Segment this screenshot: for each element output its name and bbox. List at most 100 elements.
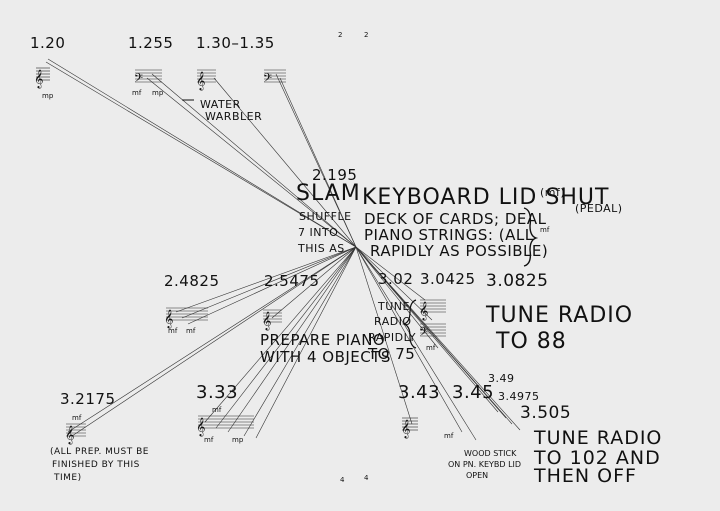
dynamic-mark: mf bbox=[72, 414, 82, 422]
tune-rapidly-label: TO 75 bbox=[367, 345, 415, 363]
tune-radio-88-label: TUNE RADIO bbox=[485, 303, 633, 328]
event-3-0425: 3.0425 𝄞 𝄢 mf bbox=[419, 270, 475, 352]
deck-dynamic: mf bbox=[540, 226, 550, 234]
event-3-0825: 3.0825 TUNE RADIO TO 88 bbox=[485, 271, 633, 354]
ray-27 bbox=[355, 246, 513, 425]
treble-clef-icon: 𝄞 bbox=[196, 417, 205, 437]
staff bbox=[420, 299, 446, 337]
time-label: 1.255 bbox=[128, 34, 173, 52]
wood-stick-label: WOOD STICK bbox=[464, 449, 517, 458]
treble-clef-icon: 𝄞 bbox=[419, 301, 428, 321]
small-mark: 2 bbox=[364, 31, 368, 39]
event-1-255: 1.255 𝄢 mf mp bbox=[128, 34, 173, 97]
time-label: 3.2175 bbox=[60, 390, 116, 408]
tune-radio-88-label: TO 88 bbox=[495, 329, 567, 354]
tune-radio-102-label: TUNE RADIO bbox=[533, 427, 662, 449]
tune-rapidly-label: RAPIDLY bbox=[368, 331, 416, 344]
dynamic-mark: mf bbox=[426, 344, 436, 352]
event-3-43: 3.43 𝄞 bbox=[398, 382, 440, 439]
dynamic-mark: mf bbox=[204, 436, 214, 444]
treble-clef-icon: 𝄞 bbox=[262, 311, 271, 331]
brace bbox=[523, 207, 539, 267]
dynamic-mark: mp bbox=[42, 92, 54, 100]
ray-4 bbox=[151, 73, 357, 248]
time-label: 1.30–1.35 bbox=[196, 34, 275, 52]
treble-clef-icon: 𝄞 bbox=[196, 71, 205, 91]
treble-clef-icon: 𝄞 bbox=[401, 419, 410, 439]
tune-radio-102-label: TO 102 AND bbox=[533, 447, 661, 469]
small-mark: 2 bbox=[338, 31, 342, 39]
keyboard-lid-label: KEYBOARD LID SHUT bbox=[362, 185, 609, 210]
ray-17 bbox=[243, 246, 357, 437]
ray-25 bbox=[355, 246, 499, 413]
staff bbox=[166, 307, 208, 321]
dynamic-mark: mp bbox=[152, 89, 164, 97]
ray-11 bbox=[271, 246, 357, 319]
staff bbox=[402, 417, 418, 431]
event-3-45: 3.45 mf WOOD STICK ON PN. KEYBD LID OPEN bbox=[444, 382, 521, 480]
time-label: 3.0825 bbox=[486, 271, 548, 291]
event-1-20: 1.20 𝄞 mp bbox=[30, 34, 65, 100]
ray-22 bbox=[355, 246, 413, 425]
ray-23 bbox=[355, 246, 463, 433]
time-label: 2.4825 bbox=[164, 272, 220, 290]
time-label: 3.33 bbox=[196, 382, 238, 403]
ray-21 bbox=[355, 246, 439, 349]
ray-14 bbox=[204, 246, 357, 423]
prep-note: TIME) bbox=[53, 473, 82, 483]
ray-7 bbox=[279, 77, 357, 248]
bass-clef-icon: 𝄢 bbox=[263, 72, 272, 88]
time-label: 2.5475 bbox=[264, 272, 320, 290]
time-label: 1.20 bbox=[30, 34, 65, 52]
prepare-label: PREPARE PIANO bbox=[260, 331, 385, 349]
staff bbox=[135, 69, 162, 83]
ray-9 bbox=[181, 246, 357, 319]
staff bbox=[197, 69, 216, 83]
time-label: 3.43 bbox=[398, 382, 440, 403]
deck-label: RAPIDLY AS POSSIBLE) bbox=[370, 242, 548, 260]
tune-rapidly-label: RADIO bbox=[374, 315, 412, 328]
pedal-label: (PEDAL) bbox=[575, 202, 623, 215]
event-3-33: 3.33 𝄞 mf mf mp bbox=[196, 382, 254, 444]
event-2-4825: 2.4825 𝄞 mf mf bbox=[164, 272, 220, 335]
ray-20 bbox=[355, 246, 433, 321]
ray-18 bbox=[255, 246, 357, 439]
tune-radio-102-label: THEN OFF bbox=[533, 465, 637, 487]
ray-10 bbox=[187, 246, 357, 325]
time-label: 3.02 bbox=[378, 270, 413, 288]
connection-lines bbox=[45, 58, 521, 441]
water-warbler-label: WATER bbox=[200, 98, 241, 111]
prep-note: FINISHED BY THIS bbox=[52, 460, 140, 470]
brace bbox=[402, 299, 417, 349]
shuffle-label: SHUFFLE bbox=[299, 210, 352, 223]
bass-clef-icon: 𝄢 bbox=[134, 72, 143, 88]
into-label: 7 INTO bbox=[298, 226, 338, 239]
event-bass-top: 𝄢 bbox=[263, 69, 286, 88]
small-mark: 4 bbox=[340, 476, 345, 484]
ray-2 bbox=[47, 58, 357, 248]
time-label: 3.505 bbox=[520, 403, 571, 423]
dynamic-mark: mf bbox=[132, 89, 142, 97]
ray-24 bbox=[355, 246, 477, 441]
ray-13 bbox=[71, 246, 357, 437]
time-label: 3.45 bbox=[452, 382, 494, 403]
treble-clef-icon: 𝄞 bbox=[34, 69, 43, 89]
ray-5 bbox=[213, 77, 357, 248]
slam-label: SLAM bbox=[296, 181, 361, 206]
prepare-label: WITH 4 OBJECTS bbox=[260, 348, 391, 366]
ray-15 bbox=[215, 246, 357, 429]
ray-28 bbox=[355, 246, 521, 431]
event-3-49: 3.49 3.4975 3.505 TUNE RADIO TO 102 AND … bbox=[488, 372, 662, 487]
water-warbler-label: WARBLER bbox=[205, 110, 262, 123]
event-2-195: 2.195 SLAM SHUFFLE 7 INTO THIS AS KEYBOA… bbox=[296, 166, 623, 267]
dynamic-mark: mf bbox=[186, 327, 196, 335]
event-3-02: 3.02 TUNE RADIO RAPIDLY TO 75 bbox=[367, 270, 417, 363]
wood-stick-label: OPEN bbox=[466, 471, 488, 480]
prep-note: (ALL PREP. MUST BE bbox=[50, 447, 149, 457]
keyboard-dynamic: (mf) bbox=[540, 186, 565, 199]
event-2-5475: 2.5475 𝄞 PREPARE PIANO WITH 4 OBJECTS bbox=[260, 272, 391, 366]
ray-1 bbox=[45, 61, 357, 248]
treble-clef-icon: 𝄞 bbox=[164, 309, 173, 329]
deck-label: DECK OF CARDS; DEAL bbox=[364, 210, 547, 228]
